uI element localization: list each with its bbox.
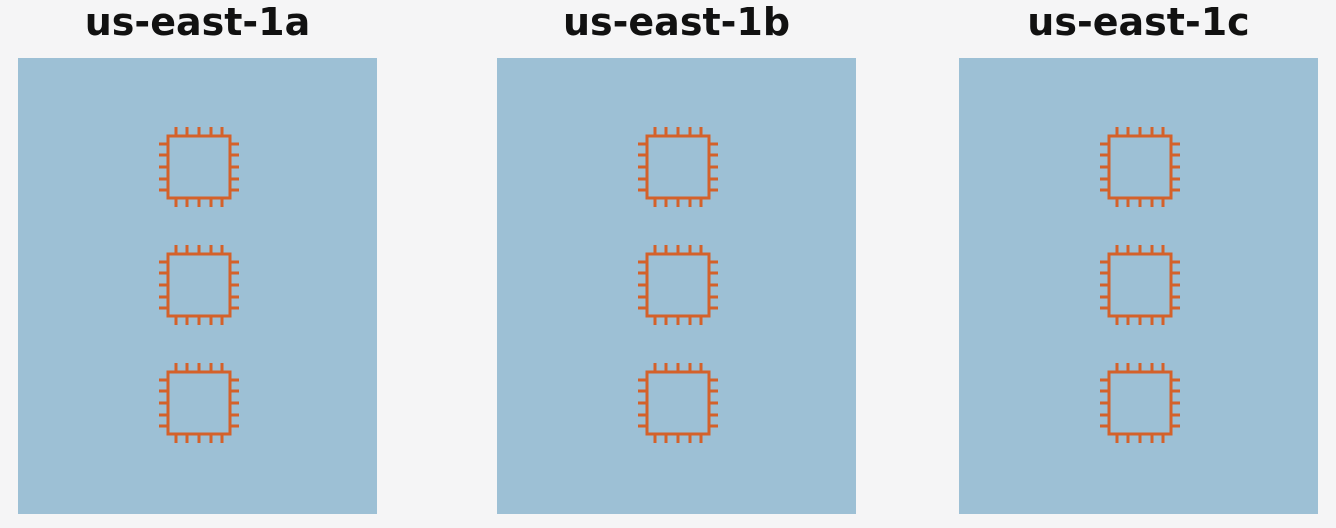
chip-icon xyxy=(636,125,720,209)
chip-icon xyxy=(636,243,720,327)
chip-icon xyxy=(1098,361,1182,445)
chip-icon xyxy=(1098,125,1182,209)
zone-label-a: us-east-1a xyxy=(84,0,311,44)
zone-label-c: us-east-1c xyxy=(1027,0,1250,44)
chip-icon xyxy=(1098,243,1182,327)
chip-icon xyxy=(636,361,720,445)
chip-icon xyxy=(157,243,241,327)
chip-icon xyxy=(157,125,241,209)
chip-icon xyxy=(157,361,241,445)
zone-label-b: us-east-1b xyxy=(562,0,791,44)
